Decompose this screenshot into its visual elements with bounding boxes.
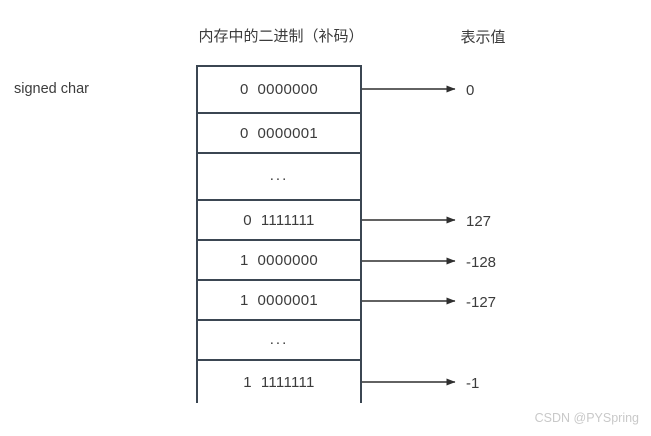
value-row-6: -127 bbox=[466, 294, 497, 311]
value-row-8: -1 bbox=[466, 375, 480, 392]
table-row: 1 0000001 bbox=[198, 281, 360, 321]
value-row-5: -128 bbox=[466, 254, 497, 271]
watermark-text: CSDN @PYSpring bbox=[534, 410, 639, 425]
row-bits-value: 1 1111111 bbox=[243, 373, 315, 391]
table-row: 1 0000000 bbox=[198, 241, 360, 281]
row-bits-value: ... bbox=[269, 167, 289, 184]
memory-layout-table: 0 0000000 0 0000001 ... 0 1111111 1 0000… bbox=[196, 65, 362, 403]
table-row: 1 1111111 bbox=[198, 361, 360, 403]
table-row: 0 0000001 bbox=[198, 114, 360, 154]
memory-column-heading: 内存中的二进制（补码） bbox=[198, 28, 364, 45]
table-row: ... bbox=[198, 154, 360, 201]
table-row: 0 0000000 bbox=[198, 67, 360, 114]
row-bits-value: 0 0000001 bbox=[239, 124, 319, 142]
table-row: 0 1111111 bbox=[198, 201, 360, 241]
row-bits-value: 1 0000001 bbox=[239, 291, 319, 309]
value-row-4: 127 bbox=[466, 213, 492, 230]
row-bits-value: ... bbox=[269, 330, 289, 348]
signed-char-type-label: signed char bbox=[14, 81, 89, 97]
table-row: ... bbox=[198, 321, 360, 361]
value-row-1: 0 bbox=[466, 82, 475, 99]
value-column-heading: 表示值 bbox=[460, 29, 506, 46]
row-bits-value: 0 0000000 bbox=[239, 81, 319, 98]
row-bits-value: 0 1111111 bbox=[243, 211, 315, 229]
row-bits-value: 1 0000000 bbox=[239, 251, 319, 269]
